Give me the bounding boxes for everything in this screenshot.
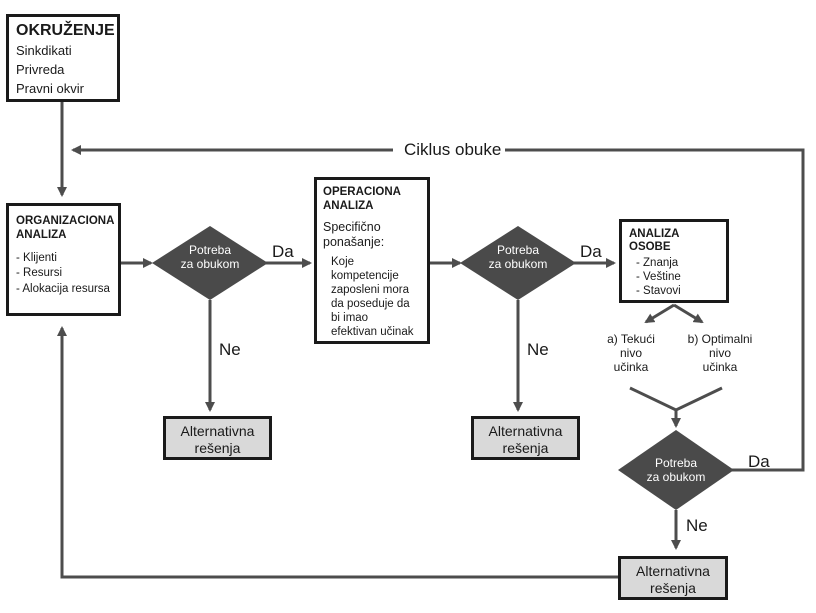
connector-person-current — [644, 303, 675, 324]
environment-item: Privreda — [16, 62, 65, 77]
performance-line: učinka — [613, 360, 649, 374]
decision-line: Potreba — [188, 243, 232, 257]
connector-person-optimal — [673, 303, 704, 324]
decision-line: Potreba — [496, 243, 540, 257]
decision-1-label: Potreba za obukom — [165, 243, 255, 271]
yes-label-3: Da — [748, 452, 770, 471]
op-analysis-body-line: efektivan učinak — [331, 326, 414, 338]
org-analysis-item: - Alokacija resursa — [16, 283, 110, 295]
performance-line: a) Tekući — [607, 332, 655, 346]
alternative-box-1: Alternativna rešenja — [163, 416, 272, 460]
op-analysis-title-line: ANALIZA — [323, 200, 374, 212]
alternative-line: Alternativna — [488, 423, 563, 439]
no-label-3: Ne — [686, 516, 708, 535]
op-analysis-body-line: zaposleni mora — [331, 284, 409, 296]
no-label-1: Ne — [219, 340, 241, 359]
person-analysis-item: - Veštine — [636, 271, 681, 283]
person-analysis-title-line: OSOBE — [629, 241, 671, 253]
person-analysis-item: - Znanja — [636, 257, 679, 269]
alternative-box-3: Alternativna rešenja — [618, 556, 728, 600]
op-analysis-title-line: OPERACIONA — [323, 186, 401, 198]
decision-line: za obukom — [488, 257, 548, 271]
cycle-label: Ciklus obuke — [400, 140, 506, 160]
alternative-line: rešenja — [194, 440, 241, 456]
alternative-line: Alternativna — [180, 423, 255, 439]
environment-box: OKRUŽENJE Sinkdikati Privreda Pravni okv… — [6, 14, 120, 102]
op-analysis-body-line: Koje — [331, 256, 355, 268]
person-analysis-title-line: ANALIZA — [629, 228, 680, 240]
org-analysis-item: - Resursi — [16, 267, 63, 279]
decision-line: za obukom — [646, 470, 706, 484]
connector-cycle — [503, 148, 805, 472]
alternative-line: rešenja — [650, 580, 696, 596]
optimal-performance-label: b) Optimalni nivo učinka — [680, 332, 760, 374]
org-analysis-title-line: ORGANIZACIONA — [16, 215, 115, 227]
op-analysis-body-line: bi imao — [331, 312, 369, 324]
org-analysis-title-line: ANALIZA — [16, 229, 67, 241]
org-analysis-box: ORGANIZACIONA ANALIZA - Klijenti - Resur… — [6, 203, 121, 316]
environment-title: OKRUŽENJE — [16, 22, 115, 39]
yes-label-2: Da — [580, 242, 602, 261]
op-analysis-box: OPERACIONA ANALIZA Specifično ponašanje:… — [314, 177, 430, 344]
alternative-box-2: Alternativna rešenja — [471, 416, 580, 460]
environment-item: Sinkdikati — [16, 43, 72, 58]
performance-line: b) Optimalni — [687, 332, 753, 346]
person-analysis-item: - Stavovi — [636, 285, 681, 297]
decision-3-label: Potreba za obukom — [631, 456, 721, 484]
decision-diamond-1 — [152, 226, 268, 300]
performance-line: nivo — [708, 346, 731, 360]
alternative-line: Alternativna — [636, 563, 710, 579]
decision-diamond-3 — [618, 430, 734, 510]
performance-line: učinka — [702, 360, 738, 374]
alternative-line: rešenja — [502, 440, 549, 456]
connector-merge — [629, 386, 723, 412]
decision-2-label: Potreba za obukom — [473, 243, 563, 271]
environment-item: Pravni okvir — [16, 81, 84, 96]
op-analysis-subtitle-line: ponašanje: — [323, 235, 385, 249]
decision-diamond-2 — [460, 226, 576, 300]
op-analysis-body-line: da poseduje da — [331, 298, 410, 310]
decision-line: Potreba — [654, 456, 698, 470]
connector-alt3-org — [57, 326, 618, 579]
current-performance-label: a) Tekući nivo učinka — [596, 332, 666, 374]
yes-label-1: Da — [272, 242, 294, 261]
op-analysis-subtitle-line: Specifično — [323, 220, 381, 234]
org-analysis-item: - Klijenti — [16, 252, 57, 264]
decision-line: za obukom — [180, 257, 240, 271]
performance-line: nivo — [619, 346, 642, 360]
no-label-2: Ne — [527, 340, 549, 359]
person-analysis-box: ANALIZA OSOBE - Znanja - Veštine - Stavo… — [619, 219, 729, 303]
op-analysis-body-line: kompetencije — [331, 270, 399, 282]
